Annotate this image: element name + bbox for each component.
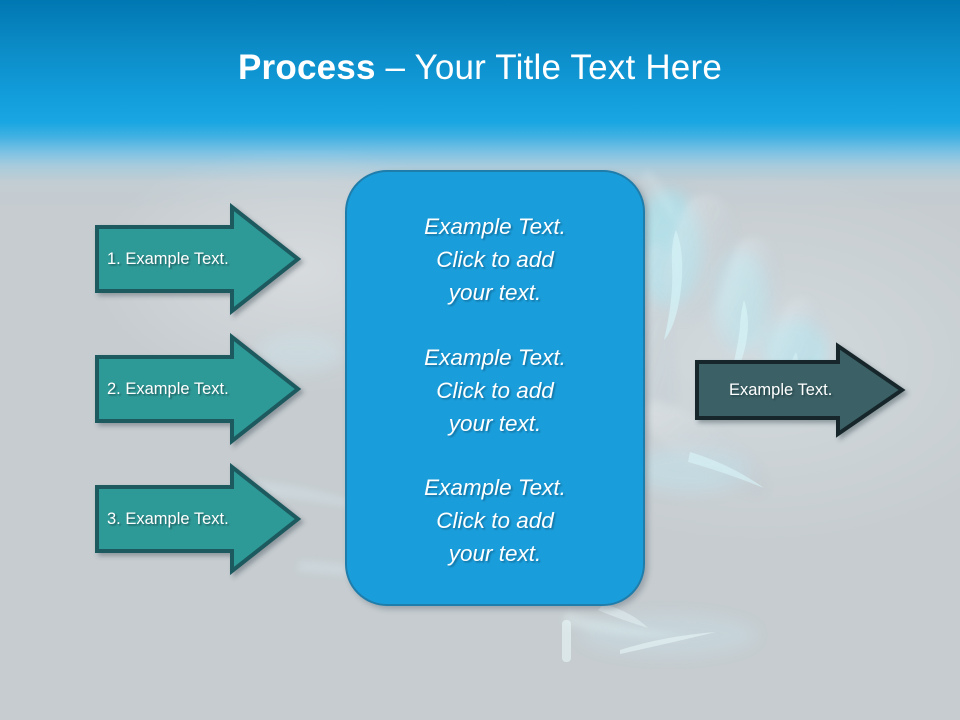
process-step-arrow-3-label: 3. Example Text. bbox=[107, 510, 229, 528]
process-step-arrow-3[interactable]: 3. Example Text. bbox=[95, 462, 302, 576]
center-text-block-1-line-1: Example Text. bbox=[424, 214, 566, 239]
process-step-arrow-2[interactable]: 2. Example Text. bbox=[95, 332, 302, 446]
title-rest-part: – Your Title Text Here bbox=[375, 48, 722, 87]
center-text-block-2: Example Text. Click to add your text. bbox=[371, 341, 619, 440]
process-step-arrow-2-label: 2. Example Text. bbox=[107, 380, 229, 398]
center-text-block-1: Example Text. Click to add your text. bbox=[371, 210, 619, 309]
center-text-block-1-line-2: Click to add bbox=[436, 247, 554, 272]
title-bold-part: Process bbox=[238, 48, 376, 87]
process-step-arrow-1[interactable]: 1. Example Text. bbox=[95, 202, 302, 316]
center-text-block-2-line-1: Example Text. bbox=[424, 344, 566, 370]
process-output-arrow[interactable]: Example Text. bbox=[695, 342, 906, 438]
center-text-block-2-line-2: Click to add bbox=[436, 377, 554, 403]
center-text-block-3-line-2: Click to add bbox=[436, 508, 554, 533]
center-text-block-3-line-3: your text. bbox=[448, 541, 542, 566]
process-step-arrow-1-label: 1. Example Text. bbox=[107, 250, 229, 268]
center-text-block-2-line-3: your text. bbox=[448, 410, 542, 436]
center-text-block-1-line-3: your text. bbox=[448, 280, 542, 305]
process-output-arrow-label: Example Text. bbox=[729, 381, 833, 399]
slide-title: Process – Your Title Text Here bbox=[0, 46, 960, 90]
center-content-box[interactable]: Example Text. Click to add your text. Ex… bbox=[345, 170, 645, 606]
center-text-block-3-line-1: Example Text. bbox=[424, 475, 566, 500]
center-text-block-3: Example Text. Click to add your text. bbox=[371, 471, 619, 570]
